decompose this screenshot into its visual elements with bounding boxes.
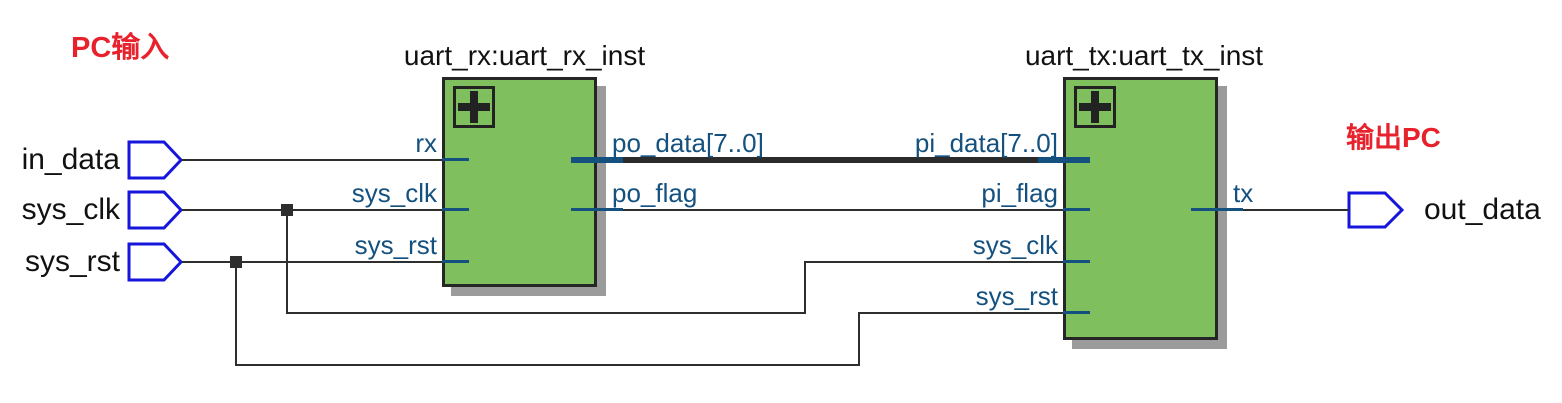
junction-sys-rst	[230, 256, 242, 268]
pin-label-out-data: out_data	[1424, 193, 1541, 226]
net-sys-rst-h3[interactable]	[858, 312, 1063, 314]
port-label-po-flag: po_flag	[612, 178, 698, 208]
input-pin-icon-sys-clk[interactable]	[127, 190, 184, 230]
port-label-tx-sys-clk: sys_clk	[972, 230, 1058, 260]
net-sys-clk-h1[interactable]	[182, 209, 442, 211]
net-sys-rst-v2[interactable]	[858, 312, 860, 366]
port-label-rx-sys-rst: sys_rst	[354, 230, 437, 260]
port-label-pi-flag: pi_flag	[981, 178, 1058, 208]
port-stub-rx-sys-clk	[442, 208, 469, 211]
input-pin-icon-sys-rst[interactable]	[127, 242, 184, 282]
expand-plus-icon[interactable]	[453, 86, 495, 128]
port-stub-pi-flag	[1063, 208, 1090, 211]
bus-po-data[interactable]	[622, 157, 1039, 163]
uart-tx-instance-title: uart_tx:uart_tx_inst	[1024, 40, 1264, 71]
port-stub-pi-data	[1038, 157, 1090, 163]
pin-label-sys-rst: sys_rst	[24, 245, 120, 278]
net-sys-clk-h3[interactable]	[804, 261, 1063, 263]
expand-plus-icon[interactable]	[1074, 86, 1116, 128]
port-stub-tx-sys-clk	[1063, 260, 1090, 263]
port-label-pi-data: pi_data[7..0]	[914, 128, 1058, 158]
port-stub-po-flag	[571, 208, 623, 211]
port-label-tx-sys-rst: sys_rst	[975, 281, 1058, 311]
net-sys-clk-h2[interactable]	[286, 312, 806, 314]
net-sys-clk-v1[interactable]	[286, 209, 288, 314]
port-stub-tx-sys-rst	[1063, 311, 1090, 314]
annotation-pc-input: PC输入	[71, 32, 170, 64]
port-label-rx-sys-clk: sys_clk	[351, 178, 437, 208]
annotation-pc-output: 输出PC	[1346, 122, 1441, 153]
port-stub-rx-sys-rst	[442, 260, 469, 263]
pin-label-sys-clk: sys_clk	[21, 193, 120, 226]
port-label-tx: tx	[1233, 178, 1254, 208]
net-po-flag[interactable]	[623, 209, 1063, 211]
port-stub-tx	[1191, 208, 1243, 211]
plus-vertical-bar	[470, 91, 478, 123]
port-label-po-data: po_data[7..0]	[612, 128, 764, 158]
plus-vertical-bar	[1091, 91, 1099, 123]
output-pin-icon-out-data[interactable]	[1347, 191, 1406, 229]
uart-rx-instance-title: uart_rx:uart_rx_inst	[403, 40, 646, 71]
net-sys-rst-v1[interactable]	[235, 261, 237, 366]
uart-rx-block[interactable]	[442, 77, 597, 287]
port-stub-po-data	[571, 157, 623, 163]
net-tx[interactable]	[1242, 209, 1349, 211]
pin-label-in-data: in_data	[21, 143, 120, 176]
net-in-data[interactable]	[182, 159, 442, 161]
port-stub-rx	[442, 158, 469, 161]
net-sys-clk-v2[interactable]	[804, 261, 806, 314]
net-sys-rst-h2[interactable]	[235, 364, 860, 366]
input-pin-icon-in-data[interactable]	[127, 140, 184, 180]
junction-sys-clk	[281, 204, 293, 216]
port-label-rx: rx	[415, 128, 437, 158]
net-sys-rst-h1[interactable]	[182, 261, 442, 263]
